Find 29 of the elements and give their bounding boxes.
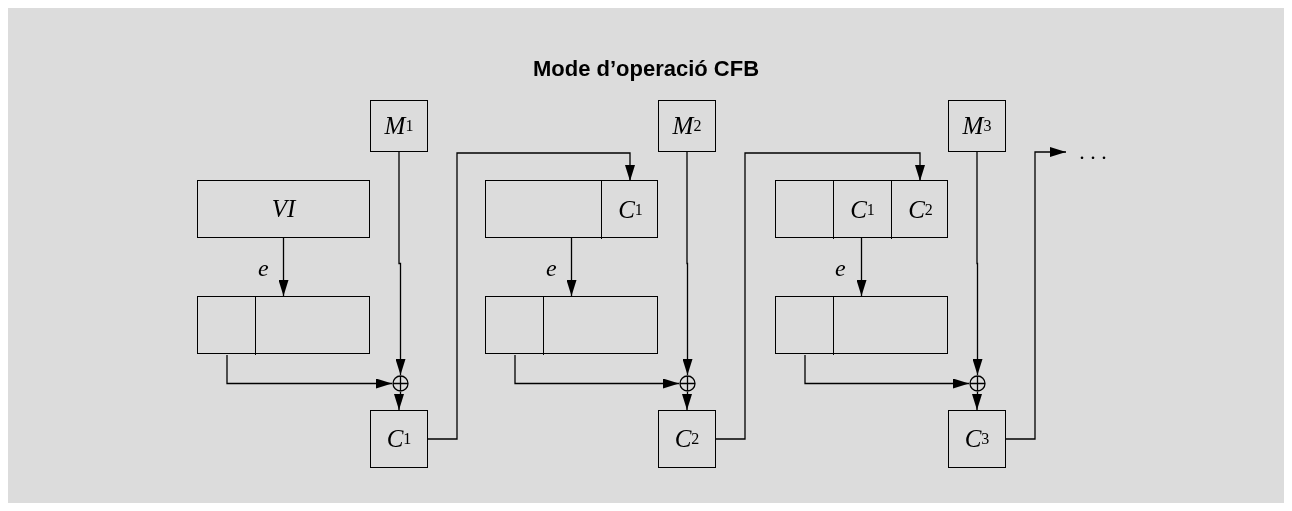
labeled-box: VI bbox=[197, 180, 370, 238]
block-box bbox=[775, 296, 948, 354]
edge-label: e bbox=[835, 256, 846, 280]
block-box bbox=[775, 180, 948, 238]
arrow bbox=[566, 237, 577, 297]
arrow bbox=[278, 237, 289, 297]
arrow bbox=[395, 151, 406, 376]
diagram-title: Mode d’operació CFB bbox=[531, 56, 761, 82]
arrow bbox=[682, 151, 693, 376]
arrow bbox=[1005, 147, 1067, 440]
xor-symbol bbox=[679, 375, 696, 392]
arrow bbox=[804, 354, 970, 389]
arrow bbox=[226, 354, 393, 389]
arrow bbox=[394, 391, 404, 411]
xor-symbol bbox=[969, 375, 986, 392]
arrow bbox=[972, 391, 982, 411]
xor-symbol bbox=[392, 375, 409, 392]
arrow bbox=[682, 391, 692, 411]
edge-label: e bbox=[258, 256, 269, 280]
arrow bbox=[972, 151, 983, 376]
continuation-dots: . . . bbox=[1068, 140, 1118, 164]
arrow bbox=[856, 237, 867, 297]
arrow bbox=[427, 152, 635, 440]
arrow bbox=[715, 152, 925, 440]
arrow bbox=[514, 354, 680, 389]
edge-label: e bbox=[546, 256, 557, 280]
block-box bbox=[485, 180, 658, 238]
block-box bbox=[485, 296, 658, 354]
block-box bbox=[197, 296, 370, 354]
